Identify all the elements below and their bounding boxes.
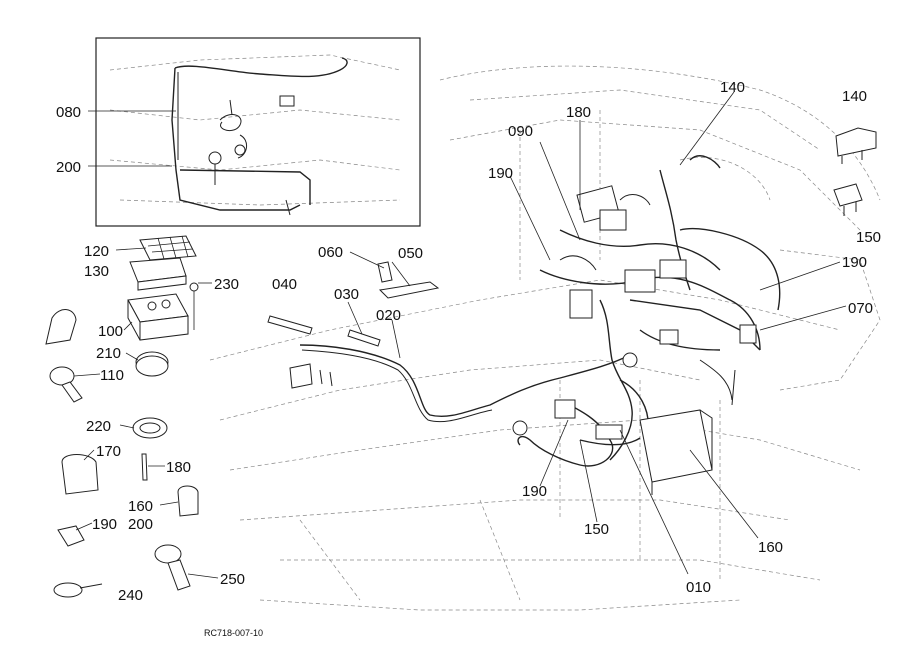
inset-harness [109,54,401,216]
label-200: 200 [56,159,81,176]
label-180-upper: 180 [566,104,591,121]
label-160-bottom: 160 [758,539,783,556]
label-150-right: 150 [856,229,881,246]
loose-parts [45,127,877,598]
label-080: 080 [56,104,81,121]
main-harness [299,155,781,495]
label-190-upper: 190 [488,165,513,182]
label-190-left: 190 [92,516,117,533]
leader-lines [73,91,847,579]
label-060: 060 [318,244,343,261]
label-170: 170 [96,443,121,460]
label-230: 230 [214,276,239,293]
label-180: 180 [166,459,191,476]
label-030: 030 [334,286,359,303]
label-130: 130 [84,263,109,280]
callout-labels: 080 200 120 130 230 100 210 110 220 170 … [56,79,881,604]
label-070: 070 [848,300,873,317]
label-190-bottom: 190 [522,483,547,500]
label-160: 160 [128,498,153,515]
label-150-bottom: 150 [584,521,609,538]
label-120: 120 [84,243,109,260]
label-110: 110 [100,367,124,384]
label-020: 020 [376,307,401,324]
label-210: 210 [96,345,121,362]
label-050: 050 [398,245,423,262]
label-140-right: 140 [842,88,867,105]
label-140-upper: 140 [720,79,745,96]
label-040: 040 [272,276,297,293]
label-250: 250 [220,571,245,588]
label-200-lower: 200 [128,516,153,533]
label-090: 090 [508,123,533,140]
inset-frame [95,37,421,227]
label-010: 010 [686,579,711,596]
label-240: 240 [118,587,143,604]
figure-code: RC718-007-10 [204,628,263,638]
machine-outline [209,65,881,611]
label-220: 220 [86,418,111,435]
label-100: 100 [98,323,123,340]
label-190-right: 190 [842,254,867,271]
